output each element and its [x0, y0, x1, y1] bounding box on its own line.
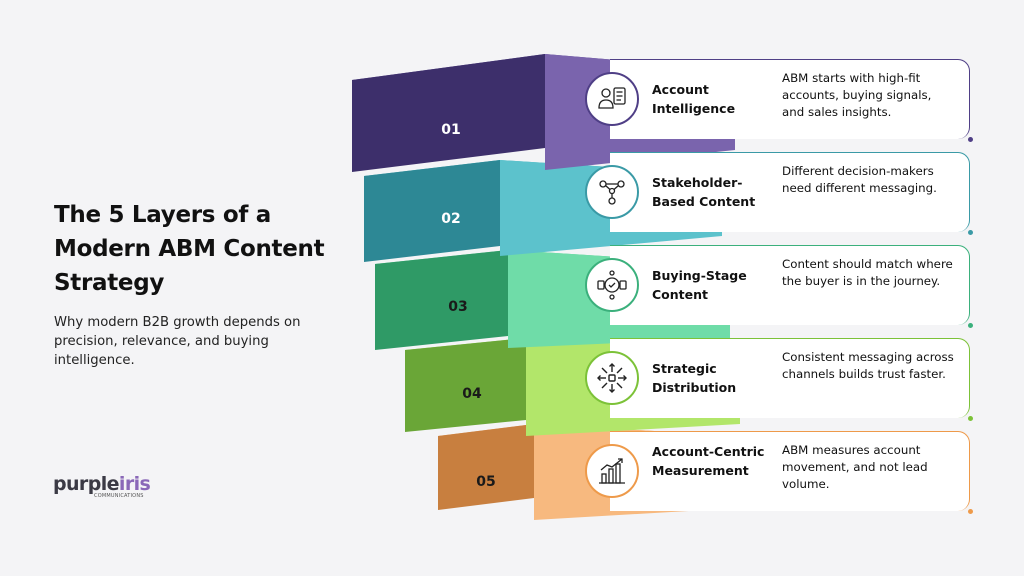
- card-end-dot: [968, 416, 973, 421]
- layer-description-3: Content should match where the buyer is …: [782, 257, 953, 288]
- card-end-dot: [968, 230, 973, 235]
- layer-description-4: Consistent messaging across channels bui…: [782, 350, 954, 381]
- layer-number-1: 01: [441, 122, 460, 138]
- distribution-arrows-icon: [585, 351, 639, 405]
- layer-card-5: Account-Centric Measurement ABM measures…: [610, 431, 973, 514]
- logo-tagline: COMMUNICATIONS: [94, 493, 144, 499]
- growth-chart-icon: [585, 444, 639, 498]
- layer-description-5: ABM measures account movement, and not l…: [782, 443, 928, 491]
- stakeholder-network-icon: [585, 165, 639, 219]
- layer-number-3: 03: [448, 299, 467, 315]
- card-end-dot: [968, 323, 973, 328]
- buying-journey-icon: [585, 258, 639, 312]
- layer-title-5: Account-Centric Measurement: [652, 444, 765, 478]
- layer-title-3: Buying-Stage Content: [652, 268, 747, 302]
- layer-card-3: Buying-Stage Content Content should matc…: [610, 245, 973, 328]
- card-end-dot: [968, 509, 973, 514]
- page-subtitle: Why modern B2B growth depends on precisi…: [54, 315, 301, 368]
- account-profile-icon: [585, 72, 639, 126]
- layer-description-1: ABM starts with high-fit accounts, buyin…: [782, 71, 932, 119]
- layer-card-1: Account Intelligence ABM starts with hig…: [610, 59, 973, 142]
- layer-number-2: 02: [441, 211, 460, 227]
- layer-card-2: Stakeholder-Based Content Different deci…: [610, 152, 973, 235]
- layer-title-2: Stakeholder-Based Content: [652, 175, 756, 209]
- layer-title-1: Account Intelligence: [652, 82, 736, 116]
- layer-description-2: Different decision-makers need different…: [782, 164, 937, 195]
- layer-number-5: 05: [476, 474, 495, 490]
- logo-word-iris: iris: [118, 473, 151, 495]
- layer-title-4: Strategic Distribution: [652, 361, 737, 395]
- layer-card-4: Strategic Distribution Consistent messag…: [610, 338, 973, 421]
- layer-number-4: 04: [462, 386, 482, 402]
- logo-word-purple: purple: [53, 473, 120, 495]
- page-title: The 5 Layers of a Modern ABM Content Str…: [54, 202, 325, 296]
- card-end-dot: [968, 137, 973, 142]
